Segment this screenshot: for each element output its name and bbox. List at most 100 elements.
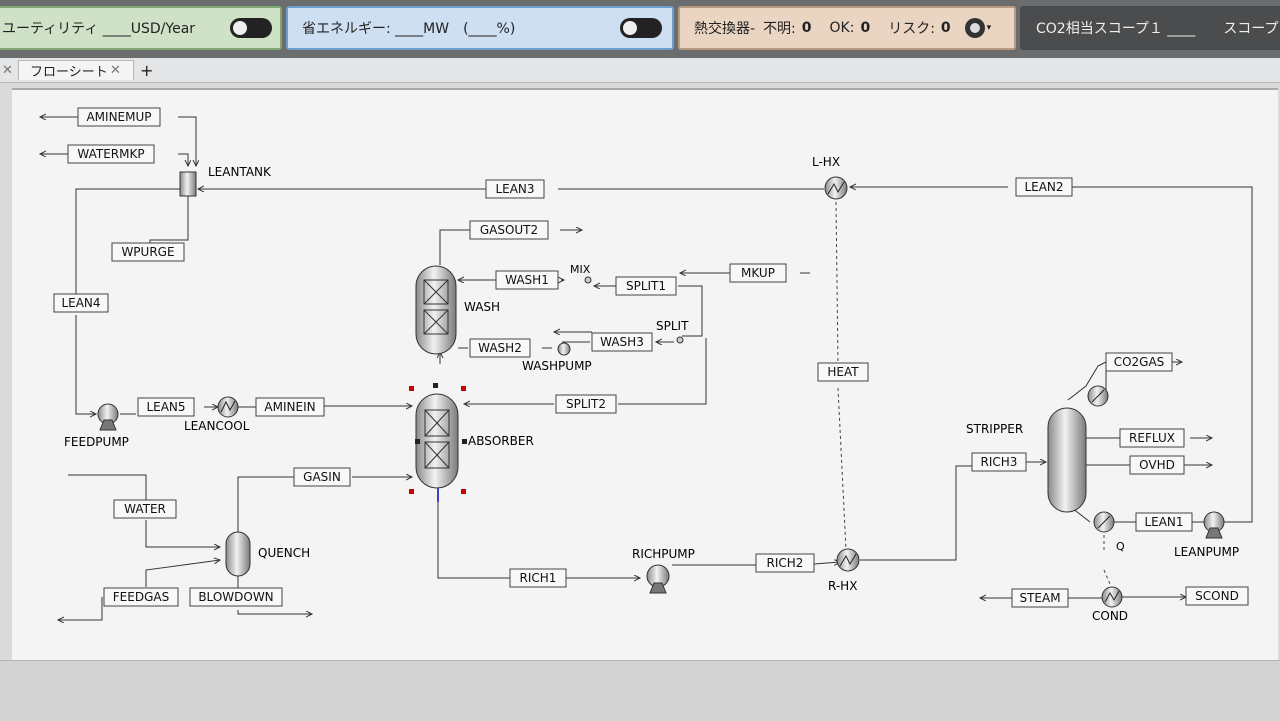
close-icon[interactable]: ✕ [110,62,121,78]
hx-prefix-label: 熱交換器- [694,21,756,37]
leancool-label: LEANCOOL [184,419,250,433]
absorber-selection-handles [409,386,466,494]
hx-unknown-label: 不明: [763,21,796,37]
leantank-block[interactable] [179,171,197,197]
add-tab-button[interactable]: + [140,60,154,80]
hx-risk-label: リスク: [888,21,935,37]
stream-split1[interactable] [615,276,677,296]
mix-block[interactable] [584,276,592,284]
lhx-label: L-HX [812,155,840,169]
cond-label: COND [1092,609,1128,623]
stream-wpurge[interactable] [111,242,185,262]
stream-scond-label: SCOND [1195,589,1239,603]
stream-mkup-label: MKUP [741,266,775,280]
stream-ovhd[interactable] [1129,455,1185,475]
quench-vessel[interactable] [225,531,251,577]
heat-exchanger-panel[interactable]: 熱交換器- 不明: 0 OK: 0 リスク: 0 ▾ [678,6,1016,50]
stream-lean1-label: LEAN1 [1144,515,1183,529]
tab-bar: ✕ フローシート ✕ + [0,58,1280,83]
stream-wash1-label: WASH1 [505,273,549,287]
energy-savings-panel[interactable]: 省エネルギー: ____MW (____%) [286,6,674,50]
stream-blowdown-label: BLOWDOWN [198,590,273,604]
utility-cost-panel[interactable]: ユーティリティ ____USD/Year [0,6,282,50]
stream-lean1[interactable] [1135,512,1193,532]
stream-lean3[interactable] [485,179,545,199]
stripper-label: STRIPPER [966,422,1023,436]
hx-risk-value: 0 [940,20,951,36]
wash-label: WASH [464,300,500,314]
stream-gasout2-label: GASOUT2 [480,223,538,237]
richpump-label: RICHPUMP [632,547,695,561]
stream-rich1[interactable] [509,568,567,588]
mix-label: MIX [570,263,591,276]
washpump-label: WASHPUMP [522,359,592,373]
stream-aminein[interactable] [255,397,325,417]
quench-label: QUENCH [258,546,310,560]
stream-watermkp-label: WATERMKP [77,147,144,161]
washpump-icon[interactable] [557,342,571,356]
hx-view-icon[interactable] [964,18,985,38]
stream-reflux[interactable] [1119,428,1185,448]
top-toolbar: ユーティリティ ____USD/Year 省エネルギー: ____MW (___… [0,0,1280,58]
stream-rich3-label: RICH3 [981,455,1018,469]
stream-gasout2[interactable] [469,220,549,240]
stream-wpurge-label: WPURGE [121,245,174,259]
status-bar [0,660,1280,721]
hx-unknown-value: 0 [801,20,812,36]
stream-co2gas[interactable] [1105,352,1173,372]
co2-scope1-label: CO2相当スコープ１ ____ [1036,21,1196,37]
stream-rich2[interactable] [755,553,815,573]
stream-watermkp[interactable] [67,144,155,164]
stream-lean2[interactable] [1015,177,1073,197]
stream-lean2-label: LEAN2 [1024,180,1063,194]
stream-aminein-label: AMINEIN [264,400,315,414]
stripper-column[interactable] [1047,407,1087,513]
stream-aminemup[interactable] [77,107,161,127]
stream-wash2-label: WASH2 [478,341,522,355]
stream-feedgas[interactable] [103,587,179,607]
stream-split2[interactable] [555,394,617,414]
co2-scope-panel: CO2相当スコープ１ ____ スコープ２ [1020,6,1280,50]
stream-co2gas-label: CO2GAS [1114,355,1165,369]
q-label: Q [1116,540,1125,553]
stream-feedgas-label: FEEDGAS [113,590,169,604]
stream-water[interactable] [113,499,177,519]
stream-blowdown[interactable] [189,587,283,607]
stream-lean5[interactable] [137,397,195,417]
rhx-label: R-HX [828,579,857,593]
chevron-down-icon[interactable]: ▾ [986,23,992,33]
stream-wash1[interactable] [495,270,559,290]
stream-lean4[interactable] [53,293,109,313]
flowsheet-diagram[interactable]: AMINEMUP WATERMKP WPURGE LEAN4 LEAN3 LEA… [12,90,1278,662]
stream-lean3-label: LEAN3 [495,182,534,196]
stream-split1-label: SPLIT1 [626,279,666,293]
energy-toggle[interactable] [620,18,662,38]
stream-gasin-label: GASIN [303,470,341,484]
utility-toggle[interactable] [230,18,272,38]
absorber-label: ABSORBER [468,434,534,448]
stream-rich3[interactable] [971,452,1027,472]
energy-savings-label: 省エネルギー: ____MW (____%) [302,21,516,37]
stream-scond[interactable] [1185,586,1249,606]
flowsheet-canvas[interactable]: AMINEMUP WATERMKP WPURGE LEAN4 LEAN3 LEA… [12,88,1278,662]
stream-rich2-label: RICH2 [767,556,804,570]
close-icon[interactable]: ✕ [2,62,13,78]
stream-heat[interactable] [817,362,869,382]
tab-flowsheet[interactable] [18,60,134,80]
stream-steam[interactable] [1011,588,1069,608]
hx-ok-label: OK: [829,20,855,36]
stream-mkup[interactable] [729,263,787,283]
stream-gasin[interactable] [293,467,351,487]
split-label: SPLIT [656,319,689,333]
stream-wash2[interactable] [469,338,531,358]
stream-ovhd-label: OVHD [1139,458,1175,472]
stream-wash3[interactable] [591,332,653,352]
stream-steam-label: STEAM [1019,591,1060,605]
split-block[interactable] [676,336,684,344]
tab-flowsheet-label: フローシート [30,64,108,80]
stream-reflux-label: REFLUX [1129,431,1175,445]
co2-scope2-label: スコープ２ [1223,21,1280,37]
stream-aminemup-label: AMINEMUP [86,110,151,124]
stream-rich1-label: RICH1 [520,571,557,585]
absorber-column[interactable] [415,393,459,489]
